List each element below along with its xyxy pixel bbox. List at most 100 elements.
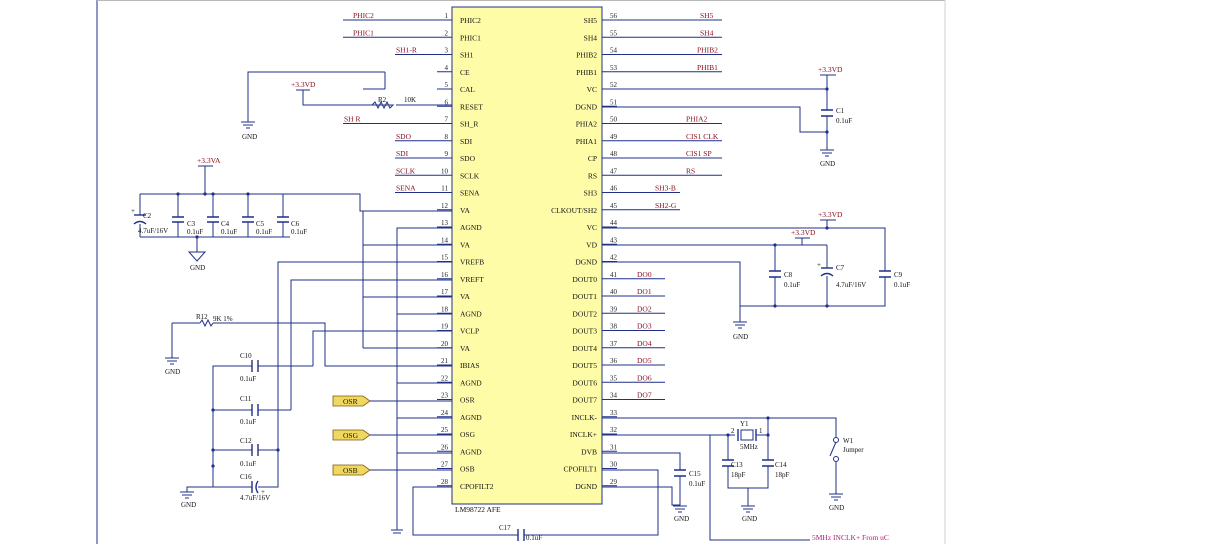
net-label-text: DO4 — [637, 339, 652, 348]
net-label-text: SH2-G — [655, 201, 677, 210]
pin-number: 12 — [441, 202, 449, 210]
svg-text:C7: C7 — [836, 264, 845, 272]
pin-number: 29 — [610, 478, 618, 486]
pin-number: 3 — [445, 47, 449, 55]
pin-number: 37 — [610, 340, 618, 348]
net-label-text: DO1 — [637, 287, 652, 296]
pin-number: 9 — [445, 150, 449, 158]
svg-text:GND: GND — [742, 515, 757, 523]
net-label-text: SH4 — [700, 28, 714, 37]
pin-number: 51 — [610, 98, 618, 106]
net-label-text: SH3-B — [655, 184, 676, 193]
net-label-text: SH5 — [700, 11, 714, 20]
pin-number: 16 — [441, 271, 449, 279]
svg-text:0.1uF: 0.1uF — [894, 281, 910, 289]
net-label: DO7 — [617, 391, 665, 400]
net-label: DO2 — [617, 304, 665, 314]
pin-number: 28 — [441, 478, 449, 486]
pin-name: DOUT6 — [572, 378, 597, 387]
pin-name: CP — [588, 154, 597, 163]
svg-text:C16: C16 — [240, 473, 252, 481]
svg-text:GND: GND — [181, 501, 196, 509]
pin-number: 6 — [445, 98, 449, 106]
svg-text:18pF: 18pF — [775, 471, 790, 479]
svg-text:+3.3VD: +3.3VD — [791, 228, 816, 237]
svg-text:C15: C15 — [689, 470, 701, 478]
net-label-text: SDO — [396, 132, 412, 141]
pin-name: VA — [460, 240, 470, 249]
net-label-text: DO7 — [637, 391, 652, 400]
svg-text:+: + — [131, 207, 135, 215]
pin-number: 38 — [610, 323, 618, 331]
net-label-text: SCLK — [396, 166, 416, 175]
svg-text:0.1uF: 0.1uF — [240, 375, 256, 383]
net-label-text: DO0 — [637, 270, 652, 279]
net-label-text: RS — [686, 166, 695, 175]
net-label: SCLK — [395, 166, 437, 176]
pin-number: 22 — [441, 374, 449, 382]
pin-number: 47 — [610, 167, 618, 175]
net-label: SH4 — [617, 28, 722, 38]
svg-text:C10: C10 — [240, 352, 252, 360]
net-label-text: PHIA2 — [686, 115, 708, 124]
svg-text:4.7uF/16V: 4.7uF/16V — [836, 281, 866, 289]
pin-number: 2 — [445, 29, 449, 37]
pin-name: OSR — [460, 396, 475, 405]
pin-number: 55 — [610, 29, 618, 37]
pin-name: CLKOUT/SH2 — [551, 206, 597, 215]
pin-name: PHIA1 — [576, 137, 598, 146]
svg-text:C12: C12 — [240, 437, 252, 445]
svg-text:0.1uF: 0.1uF — [187, 228, 203, 236]
svg-text:C9: C9 — [894, 271, 903, 279]
pin-number: 20 — [441, 340, 449, 348]
pin-number: 35 — [610, 374, 618, 382]
svg-text:Jumper: Jumper — [843, 446, 864, 454]
net-label: SENA — [395, 184, 437, 193]
pin-number: 32 — [610, 426, 618, 434]
svg-text:C13: C13 — [731, 461, 743, 469]
pin-number: 41 — [610, 271, 618, 279]
pin-number: 26 — [441, 443, 449, 451]
clock-source-note: 5MHz INCLK+ From uC — [812, 533, 889, 542]
pin-name: DGND — [575, 258, 597, 267]
port-osb: OSB — [332, 464, 452, 476]
pin-name: AGND — [460, 223, 482, 232]
pin-name: VCLP — [460, 327, 479, 336]
svg-text:GND: GND — [733, 333, 748, 341]
net-label: SH R — [343, 115, 437, 124]
net-label: SH1-R — [395, 46, 437, 55]
pin-name: VREFB — [460, 258, 484, 267]
pin-name: INCLK+ — [570, 430, 597, 439]
svg-text:0.1uF: 0.1uF — [836, 117, 852, 125]
pin-number: 46 — [610, 185, 618, 193]
pin-number: 17 — [441, 288, 449, 296]
pin-number: 33 — [610, 409, 618, 417]
pin-number: 4 — [445, 64, 449, 72]
svg-text:OSR: OSR — [343, 397, 358, 406]
pin-name: PHIA2 — [576, 120, 598, 129]
svg-text:GND: GND — [829, 504, 844, 512]
pin-number: 49 — [610, 133, 618, 141]
pin-number: 48 — [610, 150, 618, 158]
pin-name: CAL — [460, 85, 475, 94]
pin-number: 24 — [441, 409, 449, 417]
pin-number: 45 — [610, 202, 618, 210]
pin-name: CPOFILT1 — [564, 465, 598, 474]
svg-text:C8: C8 — [784, 271, 793, 279]
